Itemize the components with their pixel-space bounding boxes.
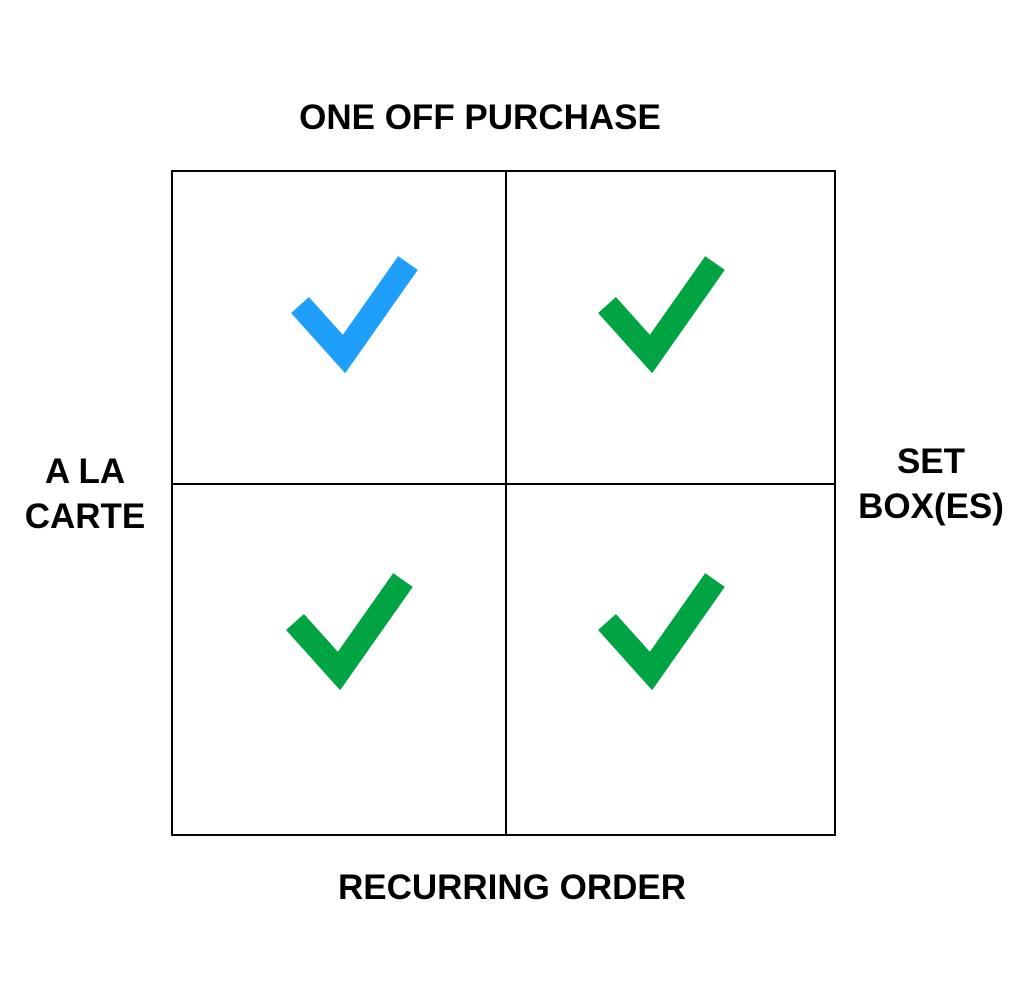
bottom-axis-label: RECURRING ORDER [337, 868, 687, 907]
left-axis-label-line-2: CARTE [24, 497, 146, 536]
matrix-grid [171, 170, 836, 836]
left-axis-label-line-1: A LA [44, 452, 126, 491]
right-axis-label-line-2: BOX(ES) [858, 487, 1004, 526]
matrix-cell-top-right [507, 172, 836, 483]
checkmark-icon [598, 256, 725, 374]
checkmark-icon [598, 573, 725, 691]
right-axis-label-line-1: SET [896, 442, 966, 481]
checkmark-icon [286, 573, 413, 691]
horizontal-divider [173, 483, 834, 485]
checkmark-icon [291, 256, 418, 374]
vertical-divider [505, 172, 507, 834]
top-axis-label: ONE OFF PURCHASE [299, 98, 661, 137]
matrix-cell-bottom-left [173, 485, 505, 836]
matrix-cell-top-left [173, 172, 505, 483]
matrix-cell-bottom-right [507, 485, 836, 836]
left-axis-label: A LA CARTE [10, 449, 160, 539]
right-axis-label: SET BOX(ES) [848, 439, 1014, 529]
